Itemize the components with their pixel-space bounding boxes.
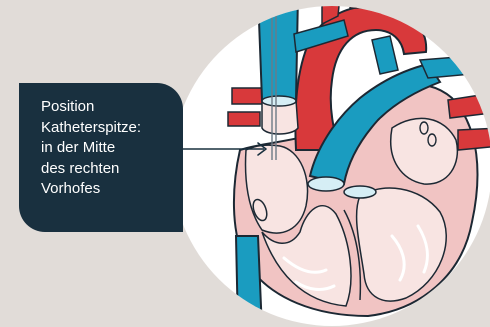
right-pulmonary-artery-branch (420, 56, 472, 78)
pulmonary-vein-lower (458, 128, 490, 150)
aortic-branch-2 (350, 0, 370, 8)
superior-vena-cava (258, 0, 298, 100)
svc-opening-rim (262, 96, 296, 106)
aortic-valve-rim (344, 186, 376, 198)
pulmonary-valve-rim (308, 177, 344, 191)
right-pulmonary-artery-upper (232, 88, 262, 104)
catheter-tip-position-label: Position Katheterspitze: in der Mitte de… (41, 97, 173, 200)
annotation-callout: Position Katheterspitze: in der Mitte de… (19, 83, 183, 232)
inferior-vena-cava (236, 236, 262, 327)
right-pulmonary-artery-lower (228, 112, 260, 126)
